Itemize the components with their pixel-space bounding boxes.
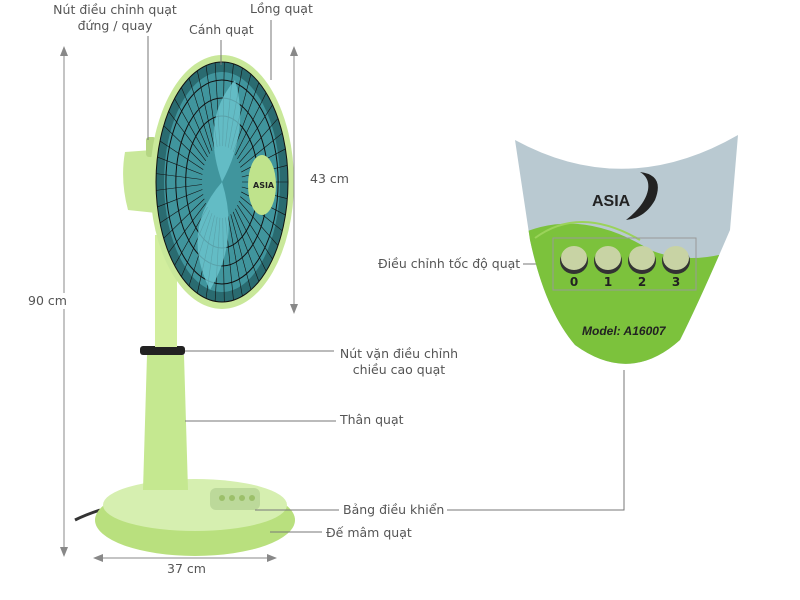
cage-wire — [238, 118, 279, 164]
cage-wire — [156, 173, 203, 180]
power-cord — [74, 508, 101, 522]
label-head-diameter: 43 cm — [310, 171, 349, 186]
cage-wire — [157, 156, 203, 175]
speed-number: 3 — [672, 275, 680, 289]
speed-button-0: 0 — [560, 246, 588, 289]
cage-wire — [159, 194, 204, 224]
fan-blade — [213, 80, 241, 182]
cage-wire — [196, 70, 215, 149]
cage-wire — [237, 104, 273, 160]
panel-brand: ASIA — [592, 193, 631, 210]
cage-wire — [163, 198, 205, 239]
height-knob — [140, 346, 185, 355]
cage-wire — [157, 189, 203, 208]
cage-wire — [174, 98, 208, 158]
speed-number: 0 — [570, 275, 578, 289]
label-tilt-knob-line1: Nút điều chỉnh quạt — [53, 2, 177, 17]
cage-wire — [230, 214, 252, 290]
fan-head: ASIA — [150, 55, 294, 309]
cage-wire — [159, 140, 204, 170]
label-base-width: 37 cm — [167, 561, 206, 576]
speed-button-2: 2 — [628, 246, 656, 289]
speed-button-1: 1 — [594, 246, 622, 289]
label-height-total: 90 cm — [28, 293, 67, 309]
cage-wire — [237, 204, 273, 260]
fan-hub — [248, 155, 276, 215]
leader-lines — [147, 20, 625, 533]
cage-wire — [235, 92, 267, 156]
speed-number: 2 — [638, 275, 646, 289]
cage-wire — [163, 125, 205, 166]
brand-logo-icon — [626, 172, 658, 220]
cage-wire — [238, 200, 279, 246]
cage-wire — [156, 184, 203, 191]
cage-wire — [168, 111, 207, 162]
speed-number: 1 — [604, 275, 612, 289]
label-base: Đế mâm quạt — [326, 525, 412, 540]
speed-buttons-frame — [552, 237, 697, 291]
cage-wire — [235, 208, 267, 272]
speed-button-3: 3 — [662, 246, 690, 289]
cage-wire — [227, 216, 243, 297]
cage-wire — [240, 132, 283, 168]
label-cage: Lồng quạt — [250, 1, 313, 16]
cage-wire — [232, 211, 260, 282]
base-control-panel — [210, 488, 260, 510]
control-panel-closeup: ASIA 0 1 2 3 Model: A16007 — [515, 135, 738, 364]
cage-wire — [168, 202, 207, 253]
label-control-panel: Bảng điều khiển — [343, 502, 445, 517]
fan-body — [143, 355, 188, 490]
label-blade: Cánh quạt — [189, 22, 254, 37]
label-speed-control: Điều chỉnh tốc độ quạt — [378, 256, 521, 271]
cage-wire — [181, 87, 210, 154]
fan-blade — [197, 182, 229, 290]
label-tilt-knob-line2: đứng / quay — [77, 18, 153, 33]
label-body: Thân quạt — [340, 412, 404, 427]
panel-model: Model: A16007 — [582, 324, 667, 338]
label-tilt-knob: Nút điều chỉnh quạt đứng / quay — [40, 2, 190, 34]
svg-text:ASIA: ASIA — [253, 181, 275, 190]
label-height-knob: Nút vặn điều chỉnh chiều cao quạt — [334, 346, 464, 378]
fan-base — [95, 479, 295, 556]
label-height-knob-line2: chiều cao quạt — [352, 362, 446, 377]
label-height-knob-line1: Nút vặn điều chỉnh — [339, 346, 459, 361]
cage-wire — [188, 77, 213, 151]
